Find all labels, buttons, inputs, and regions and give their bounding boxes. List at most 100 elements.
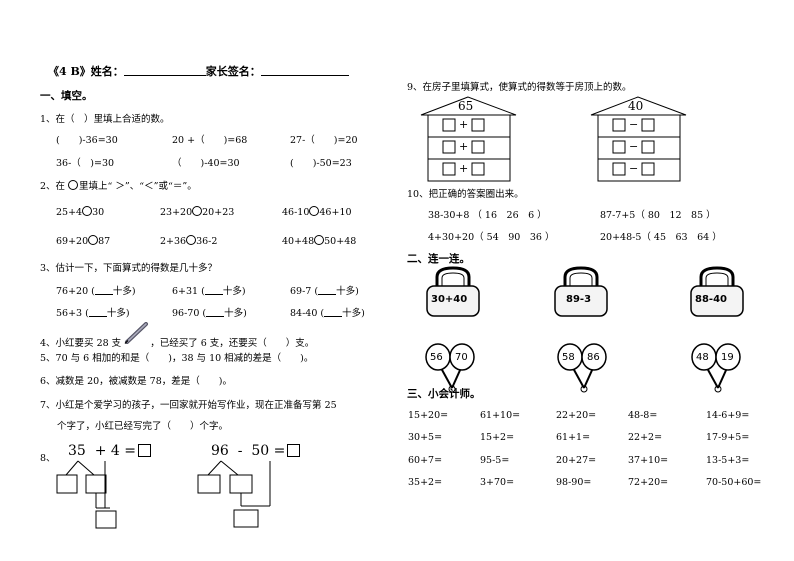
house-2: 40 − − − xyxy=(590,96,690,187)
q1-item[interactable]: 27-（ )=20 xyxy=(290,135,358,146)
section2-title: 二、连一连。 xyxy=(407,253,470,265)
section1-title: 一、填空。 xyxy=(40,90,93,102)
key-label: 56 xyxy=(430,352,443,363)
calc-item[interactable]: 15+20= xyxy=(408,410,449,421)
q2-stem: 2、在里填上“ ＞”、“＜”或“＝”。 xyxy=(40,180,197,192)
q3-row-2: 56+3 (十多)96-70 (十多)84-40 (十多) xyxy=(56,305,365,319)
calc-item[interactable]: 3+70= xyxy=(480,477,515,488)
parent-signature-label: 家长签名： xyxy=(205,65,261,78)
calc-item[interactable]: 22+2= xyxy=(628,432,663,443)
calc-row-4: 35+2= 3+70= 98-90= 72+20= 70-50+60= xyxy=(408,477,761,488)
estimate-blank[interactable] xyxy=(94,283,113,295)
q10-item[interactable]: 20+48-5（ 45 63 64 ） xyxy=(600,232,722,243)
name-field[interactable] xyxy=(123,64,206,76)
q10-item[interactable]: 4+30+20（ 54 90 36 ） xyxy=(428,232,555,243)
split-box[interactable] xyxy=(197,474,221,494)
q1-item[interactable]: ( )-50=23 xyxy=(290,158,352,169)
house-operator: + xyxy=(459,118,469,131)
calc-item[interactable]: 22+20= xyxy=(556,410,597,421)
split-box[interactable] xyxy=(56,474,78,494)
q3-stem: 3、估计一下，下面算式的得数是几十多？ xyxy=(40,263,218,274)
lock-label: 30+40 xyxy=(431,294,468,305)
result-box[interactable] xyxy=(95,510,117,529)
q8-label: 8、 xyxy=(40,453,56,464)
calc-item[interactable]: 35+2= xyxy=(408,477,443,488)
answer-box[interactable] xyxy=(287,444,301,457)
compare-circle[interactable] xyxy=(309,206,320,216)
compare-circle[interactable] xyxy=(192,206,203,216)
q10-row-2: 4+30+20（ 54 90 36 ） 20+48-5（ 45 63 64 ） xyxy=(428,229,722,243)
compare-circle[interactable] xyxy=(186,235,197,245)
answer-box[interactable] xyxy=(138,444,152,457)
q8-expression-2: 96 - 50 = xyxy=(211,443,301,459)
house-roof-number: 65 xyxy=(458,99,474,113)
house-operator: + xyxy=(459,162,469,175)
q1-stem: 1、在（ ）里填上合适的数。 xyxy=(40,114,170,125)
calc-item[interactable]: 48-8= xyxy=(628,410,658,421)
calc-row-3: 60+7= 95-5= 20+27= 37+10= 13-5+3= xyxy=(408,455,749,466)
q6-line: 6、减数是 20，被减数是 78，差是（ )。 xyxy=(40,376,232,387)
house-1: 65 + + + xyxy=(420,96,520,187)
parent-signature-field[interactable] xyxy=(260,64,349,76)
split-box[interactable] xyxy=(229,474,253,494)
house-operator: − xyxy=(629,162,639,175)
q1-row-2: 36-（ )=30 （ )-40=30 ( )-50=23 xyxy=(56,155,352,169)
q5-line: 5、70 与 6 相加的和是（ )，38 与 10 相减的差是（ )。 xyxy=(40,353,314,364)
key-label: 48 xyxy=(696,352,709,363)
house-operator: − xyxy=(629,118,639,131)
lock-2[interactable]: 89-3 xyxy=(552,266,610,321)
calc-item[interactable]: 15+2= xyxy=(480,432,515,443)
split-box[interactable] xyxy=(85,474,107,494)
lock-label: 88-40 xyxy=(695,294,727,305)
lock-label: 89-3 xyxy=(566,294,592,305)
compare-circle[interactable] xyxy=(314,235,325,245)
calc-item[interactable]: 60+7= xyxy=(408,455,443,466)
estimate-blank[interactable] xyxy=(88,305,107,317)
q1-item[interactable]: 20 +（ )=68 xyxy=(172,135,248,146)
calc-row-2: 30+5= 15+2= 61+1= 22+2= 17-9+5= xyxy=(408,432,749,443)
calc-item[interactable]: 14-6+9= xyxy=(706,410,750,421)
q10-stem: 10、把正确的答案圈出来。 xyxy=(407,189,524,200)
calc-item[interactable]: 17-9+5= xyxy=(706,432,750,443)
section3-title: 三、小会计师。 xyxy=(407,388,481,400)
calc-item[interactable]: 30+5= xyxy=(408,432,443,443)
q1-item[interactable]: ( )-36=30 xyxy=(56,135,118,146)
q1-item[interactable]: （ )-40=30 xyxy=(172,158,240,169)
q3-row-1: 76+20 (十多)6+31 (十多)69-7 (十多) xyxy=(56,283,359,297)
q10-item[interactable]: 38-30+8 （ 16 26 6 ） xyxy=(428,210,547,221)
compare-circle[interactable] xyxy=(82,206,93,216)
lock-1[interactable]: 30+40 xyxy=(424,266,482,321)
q8-split-diagram-1 xyxy=(54,458,124,533)
estimate-blank[interactable] xyxy=(318,283,337,295)
pen-icon xyxy=(124,322,150,344)
q1-row-1: ( )-36=30 20 +（ )=68 27-（ )=20 xyxy=(56,132,358,146)
estimate-blank[interactable] xyxy=(324,305,343,317)
q10-item[interactable]: 87-7+5（ 80 12 85 ） xyxy=(600,210,716,221)
result-box[interactable] xyxy=(233,509,259,528)
q1-item[interactable]: 36-（ )=30 xyxy=(56,158,115,169)
calc-item[interactable]: 13-5+3= xyxy=(706,455,750,466)
calc-item[interactable]: 98-90= xyxy=(556,477,592,488)
compare-circle[interactable] xyxy=(88,235,99,245)
calc-item[interactable]: 61+10= xyxy=(480,410,521,421)
calc-item[interactable]: 70-50+60= xyxy=(706,477,762,488)
key-pair-1[interactable]: 56 70 xyxy=(424,340,480,395)
key-pair-3[interactable]: 48 19 xyxy=(690,340,746,395)
calc-item[interactable]: 61+1= xyxy=(556,432,591,443)
estimate-blank[interactable] xyxy=(204,283,223,295)
calc-item[interactable]: 37+10= xyxy=(628,455,669,466)
class-name-label: 《4 B》姓名： xyxy=(48,65,124,78)
estimate-blank[interactable] xyxy=(206,305,225,317)
house-roof-number: 40 xyxy=(628,99,644,113)
calc-item[interactable]: 20+27= xyxy=(556,455,597,466)
house-operator: − xyxy=(629,140,639,153)
key-label: 70 xyxy=(455,352,468,363)
q8-split-diagram-2 xyxy=(196,458,286,533)
calc-item[interactable]: 72+20= xyxy=(628,477,669,488)
lock-3[interactable]: 88-40 xyxy=(688,266,746,321)
q8-expression-1: 35 + 4 = xyxy=(68,443,152,459)
q7-line-2: 个字了，小红已经写完了（ ）个字。 xyxy=(57,421,229,432)
key-pair-2[interactable]: 58 86 xyxy=(556,340,612,395)
calc-item[interactable]: 95-5= xyxy=(480,455,510,466)
